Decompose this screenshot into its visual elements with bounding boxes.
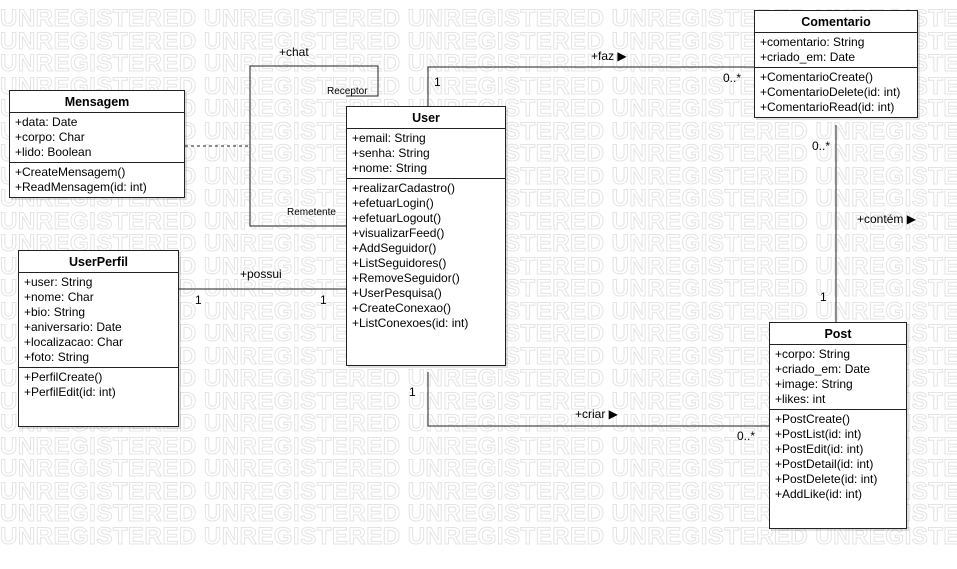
attributes-section: +email: String +senha: String +nome: Str… bbox=[347, 129, 505, 179]
criar-association-line[interactable] bbox=[427, 372, 769, 427]
method: +AddLike(id: int) bbox=[775, 487, 863, 501]
possui-perfil-multiplicity: 1 bbox=[195, 293, 202, 307]
criar-association-label: +criar ▶ bbox=[575, 407, 618, 421]
method: +ListSeguidores() bbox=[352, 256, 447, 270]
method: +UserPesquisa() bbox=[352, 286, 442, 300]
method: +ComentarioRead(id: int) bbox=[760, 100, 895, 114]
attribute: +senha: String bbox=[352, 146, 430, 160]
method: +PerfilEdit(id: int) bbox=[24, 385, 116, 399]
methods-section: +CreateMensagem() +ReadMensagem(id: int) bbox=[10, 163, 184, 197]
method: +efetuarLogout() bbox=[352, 211, 442, 225]
methods-section: +realizarCadastro() +efetuarLogin() +efe… bbox=[347, 179, 505, 365]
methods-section: +PostCreate() +PostList(id: int) +PostEd… bbox=[770, 410, 906, 504]
possui-association-label: +possui bbox=[240, 267, 282, 281]
methods-section: +PerfilCreate() +PerfilEdit(id: int) bbox=[19, 368, 178, 402]
attribute: +nome: String bbox=[352, 161, 428, 175]
class-userperfil[interactable]: UserPerfil +user: String +nome: Char +bi… bbox=[18, 250, 179, 427]
attributes-section: +corpo: String +criado_em: Date +image: … bbox=[770, 345, 906, 410]
method: +ListConexoes(id: int) bbox=[352, 316, 469, 330]
attribute: +likes: int bbox=[775, 392, 826, 406]
attribute: +criado_em: Date bbox=[775, 362, 871, 376]
attribute: +nome: Char bbox=[24, 290, 94, 304]
attribute: +image: String bbox=[775, 377, 853, 391]
attribute: +data: Date bbox=[15, 115, 78, 129]
attributes-section: +data: Date +corpo: Char +lido: Boolean bbox=[10, 113, 184, 163]
contem-comentario-multiplicity: 0..* bbox=[812, 139, 831, 153]
attribute: +corpo: Char bbox=[15, 130, 85, 144]
class-name: Mensagem bbox=[10, 91, 184, 113]
faz-user-multiplicity: 1 bbox=[434, 75, 441, 89]
criar-post-multiplicity: 0..* bbox=[737, 429, 756, 443]
attribute: +bio: String bbox=[24, 305, 86, 319]
method: +ComentarioCreate() bbox=[760, 70, 874, 84]
method: +RemoveSeguidor() bbox=[352, 271, 460, 285]
class-name: Post bbox=[770, 323, 906, 345]
class-post[interactable]: Post +corpo: String +criado_em: Date +im… bbox=[769, 322, 907, 529]
attribute: +aniversario: Date bbox=[24, 320, 122, 334]
class-comentario[interactable]: Comentario +comentario: String +criado_e… bbox=[754, 10, 918, 118]
method: +PostCreate() bbox=[775, 412, 851, 426]
attributes-section: +comentario: String +criado_em: Date bbox=[755, 33, 917, 68]
class-name: UserPerfil bbox=[19, 251, 178, 273]
method: +realizarCadastro() bbox=[352, 181, 456, 195]
class-name: User bbox=[347, 107, 505, 129]
method: +PostList(id: int) bbox=[775, 427, 862, 441]
method: +CreateConexao() bbox=[352, 301, 452, 315]
attribute: +comentario: String bbox=[760, 35, 865, 49]
attribute: +corpo: String bbox=[775, 347, 851, 361]
faz-association-line[interactable] bbox=[427, 66, 754, 106]
class-mensagem[interactable]: Mensagem +data: Date +corpo: Char +lido:… bbox=[9, 90, 185, 198]
faz-association-label: +faz ▶ bbox=[591, 49, 627, 63]
method: +PostDelete(id: int) bbox=[775, 472, 878, 486]
chat-association-line[interactable] bbox=[249, 65, 379, 227]
method: +PerfilCreate() bbox=[24, 370, 103, 384]
attribute: +foto: String bbox=[24, 350, 90, 364]
class-user[interactable]: User +email: String +senha: String +nome… bbox=[346, 106, 506, 366]
class-name: Comentario bbox=[755, 11, 917, 33]
method: +CreateMensagem() bbox=[15, 165, 126, 179]
criar-user-multiplicity: 1 bbox=[409, 385, 416, 399]
methods-section: +ComentarioCreate() +ComentarioDelete(id… bbox=[755, 68, 917, 117]
possui-user-multiplicity: 1 bbox=[320, 293, 327, 307]
method: +ReadMensagem(id: int) bbox=[15, 180, 147, 194]
attribute: +localizacao: Char bbox=[24, 335, 124, 349]
attribute: +email: String bbox=[352, 131, 426, 145]
attribute: +user: String bbox=[24, 275, 93, 289]
attributes-section: +user: String +nome: Char +bio: String +… bbox=[19, 273, 178, 368]
attribute: +criado_em: Date bbox=[760, 50, 856, 64]
method: +efetuarLogin() bbox=[352, 196, 434, 210]
method: +visualizarFeed() bbox=[352, 226, 445, 240]
contem-association-label: +contém ▶ bbox=[857, 212, 916, 226]
remetente-role-label: Remetente bbox=[287, 207, 336, 218]
method: +PostDetail(id: int) bbox=[775, 457, 874, 471]
chat-association-label: +chat bbox=[279, 45, 309, 59]
attribute: +lido: Boolean bbox=[15, 145, 92, 159]
method: +PostEdit(id: int) bbox=[775, 442, 864, 456]
method: +AddSeguidor() bbox=[352, 241, 437, 255]
method: +ComentarioDelete(id: int) bbox=[760, 85, 901, 99]
faz-comentario-multiplicity: 0..* bbox=[723, 71, 742, 85]
contem-post-multiplicity: 1 bbox=[820, 290, 827, 304]
receptor-role-label: Receptor bbox=[327, 86, 368, 97]
